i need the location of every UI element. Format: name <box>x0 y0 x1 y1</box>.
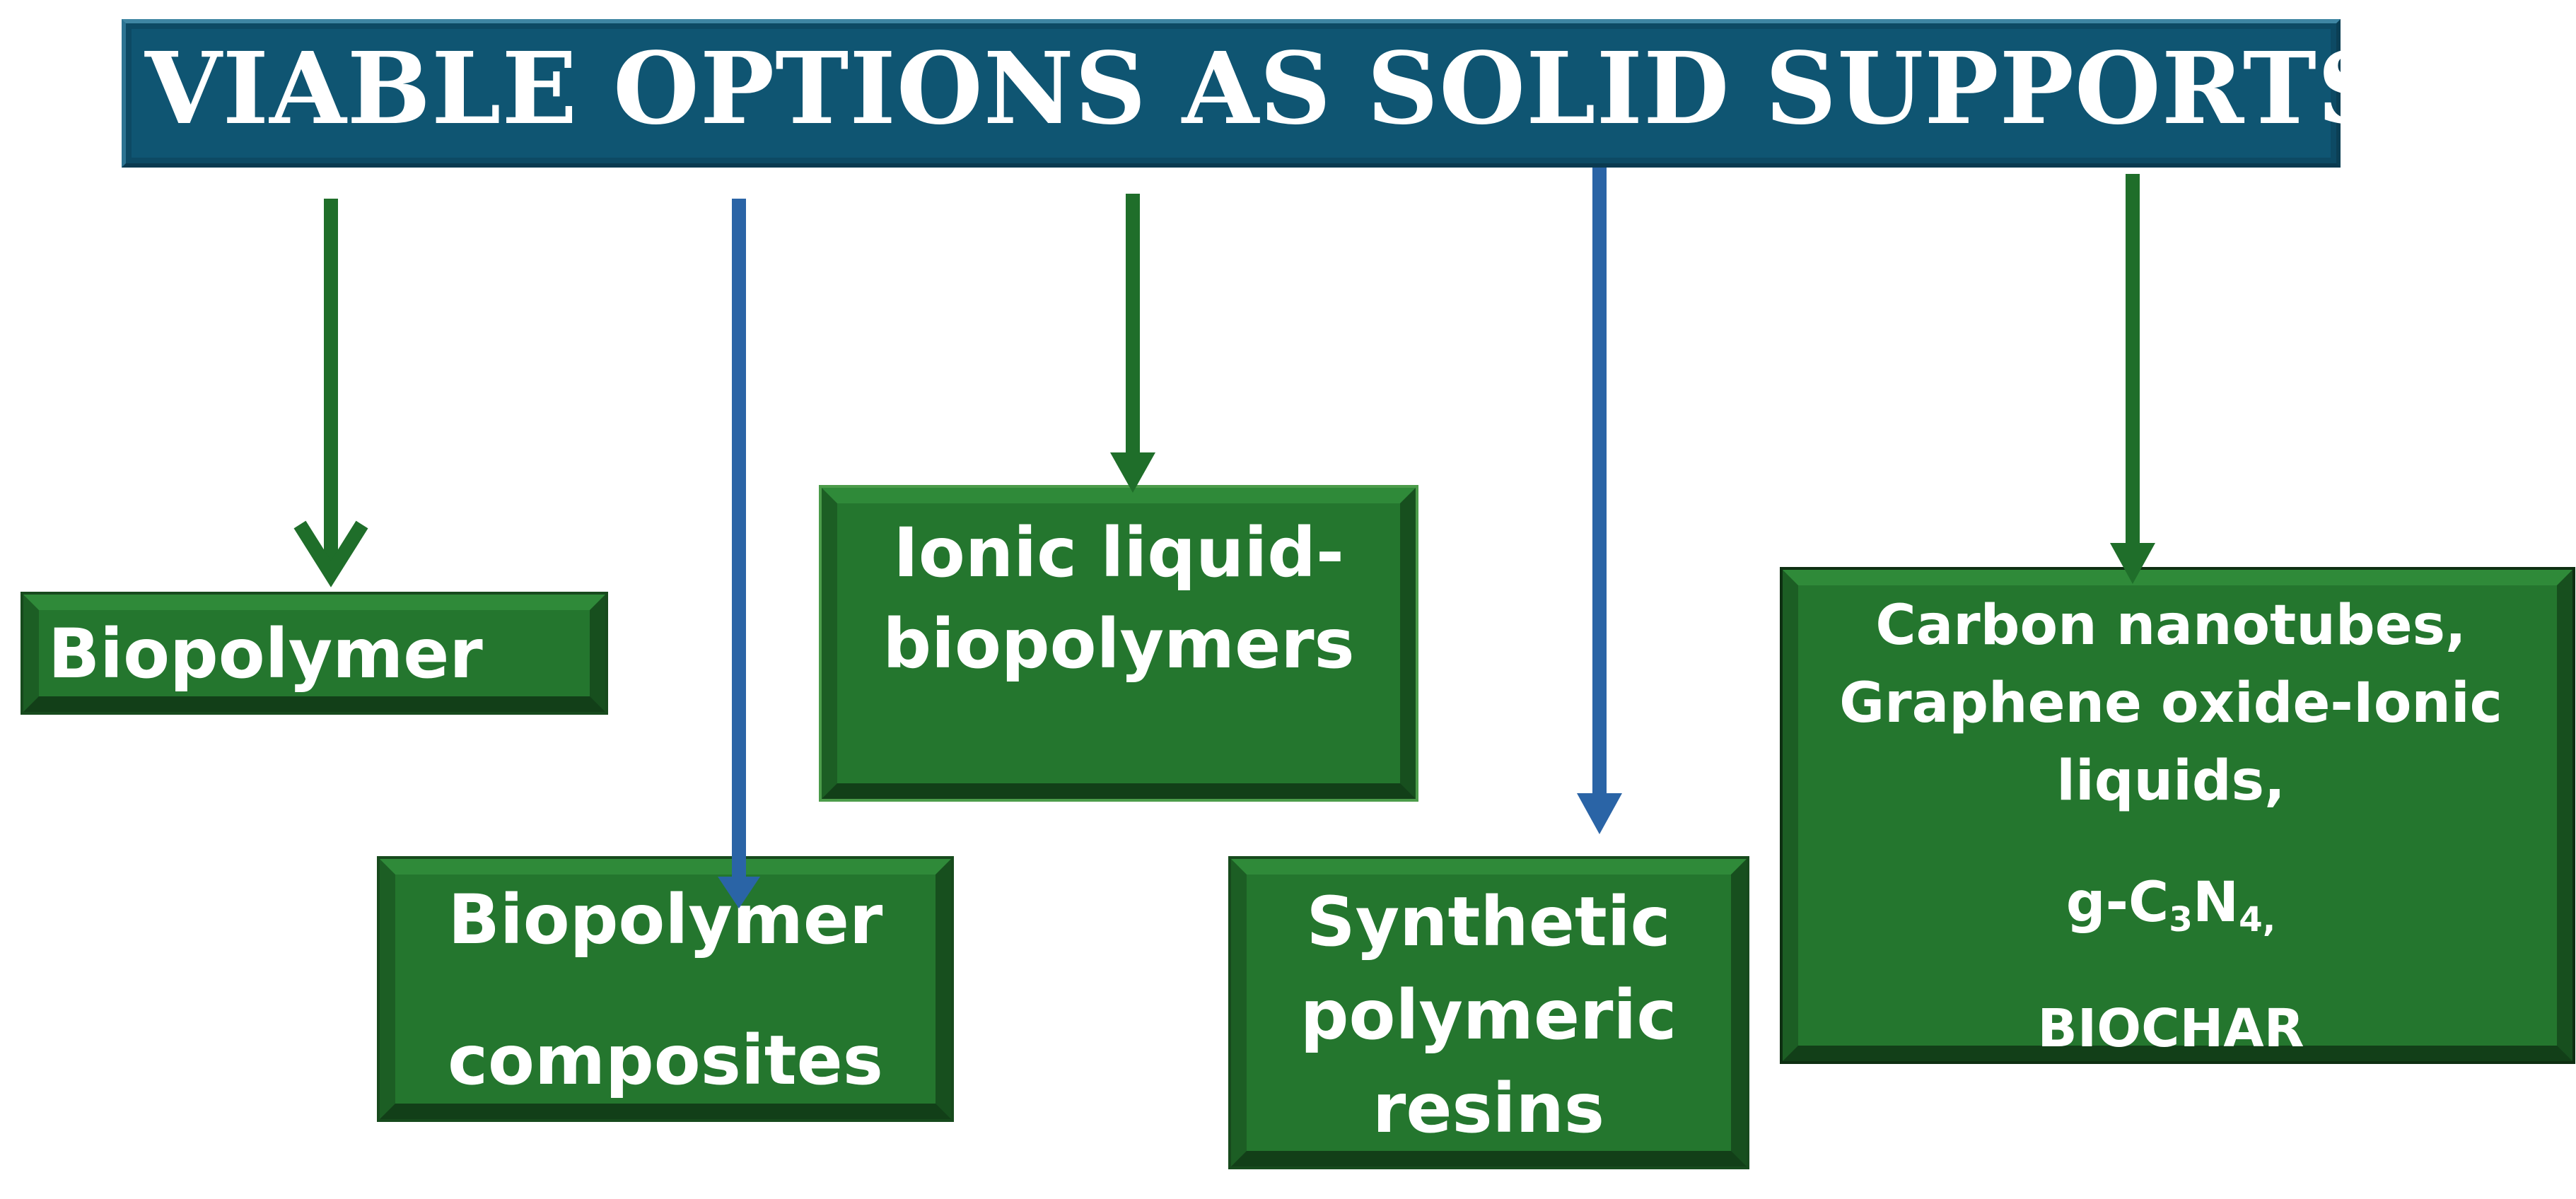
gcn-sub-3: 3 <box>2169 899 2193 940</box>
node-carbon-line2: Graphene oxide-Ionic <box>1839 672 2502 735</box>
gcn-sub-4: 4, <box>2239 899 2276 940</box>
node-synthetic-polymeric-resins <box>1228 856 1749 1169</box>
node-ionic-liquid-biopolymers <box>819 485 1418 802</box>
node-carbon-gcn: g-C3N4, <box>2066 875 2275 937</box>
node-biopolymer-composites-line1: Biopolymer <box>448 880 883 959</box>
node-synthetic-line3: resins <box>1372 1069 1604 1148</box>
node-biopolymer <box>21 592 608 715</box>
gcn-prefix: g-C <box>2065 871 2169 935</box>
arrow-to-biopolymer <box>293 199 368 587</box>
node-synthetic-line2: polymeric <box>1300 976 1677 1055</box>
arrow-to-carbon <box>2110 174 2155 584</box>
node-carbon-line5: BIOCHAR <box>2037 998 2304 1059</box>
node-carbon-line1: Carbon nanotubes, <box>1875 594 2466 657</box>
node-ionic-line2: biopolymers <box>882 604 1355 684</box>
node-ionic-line1: Ionic liquid- <box>893 513 1344 592</box>
node-synthetic-line1: Synthetic <box>1306 882 1671 961</box>
arrow-to-ionic <box>1110 194 1155 493</box>
node-biopolymer-composites <box>377 856 954 1122</box>
node-carbon-materials <box>1780 567 2575 1064</box>
node-biopolymer-label: Biopolymer <box>48 614 483 694</box>
node-carbon-line3: liquids, <box>2056 749 2285 813</box>
arrow-to-synthetic <box>1577 168 1622 834</box>
node-biopolymer-composites-line2: composites <box>448 1021 883 1100</box>
title-banner <box>122 19 2341 168</box>
arrow-to-composites <box>718 199 760 908</box>
diagram-title: VIABLE OPTIONS AS SOLID SUPPORTS <box>145 31 2390 147</box>
gcn-mid: N <box>2192 871 2239 935</box>
